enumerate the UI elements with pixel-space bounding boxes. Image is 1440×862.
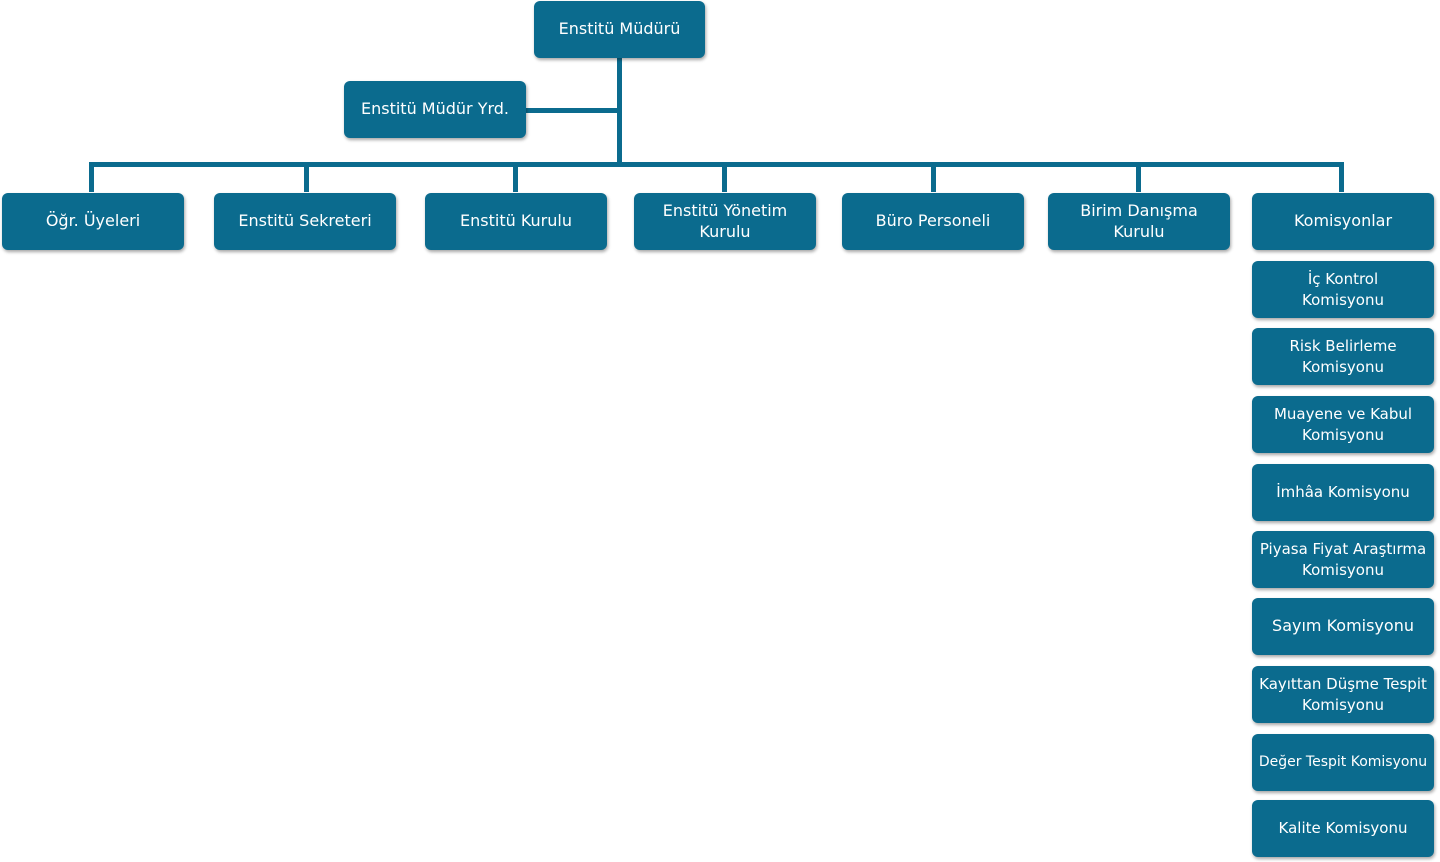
node-commission-6: Sayım Komisyonu [1252, 598, 1434, 655]
node-commission-8: Değer Tespit Komisyonu [1252, 734, 1434, 791]
node-unit-6: Birim Danışma Kurulu [1048, 193, 1230, 250]
connector-assistant [526, 108, 619, 113]
connector-drop-1 [89, 162, 94, 192]
node-commission-2: Risk Belirleme Komisyonu [1252, 328, 1434, 385]
node-commission-7: Kayıttan Düşme Tespit Komisyonu [1252, 666, 1434, 723]
node-root: Enstitü Müdürü [534, 1, 705, 58]
node-unit-5: Büro Personeli [842, 193, 1024, 250]
connector-drop-2 [304, 162, 309, 192]
node-commission-9: Kalite Komisyonu [1252, 800, 1434, 857]
node-commission-5: Piyasa Fiyat Araştırma Komisyonu [1252, 531, 1434, 588]
node-unit-2: Enstitü Sekreteri [214, 193, 396, 250]
connector-root-vertical [617, 57, 622, 165]
node-unit-1: Öğr. Üyeleri [2, 193, 184, 250]
node-unit-7: Komisyonlar [1252, 193, 1434, 250]
connector-drop-5 [931, 162, 936, 192]
connector-drop-4 [722, 162, 727, 192]
node-commission-3: Muayene ve Kabul Komisyonu [1252, 396, 1434, 453]
node-assistant: Enstitü Müdür Yrd. [344, 81, 526, 138]
connector-drop-7 [1339, 162, 1344, 192]
connector-drop-6 [1136, 162, 1141, 192]
connector-drop-3 [513, 162, 518, 192]
node-unit-3: Enstitü Kurulu [425, 193, 607, 250]
node-unit-4: Enstitü Yönetim Kurulu [634, 193, 816, 250]
node-commission-4: İmhâa Komisyonu [1252, 464, 1434, 521]
node-commission-1: İç Kontrol Komisyonu [1252, 261, 1434, 318]
connector-horizontal-bus [89, 162, 1344, 167]
